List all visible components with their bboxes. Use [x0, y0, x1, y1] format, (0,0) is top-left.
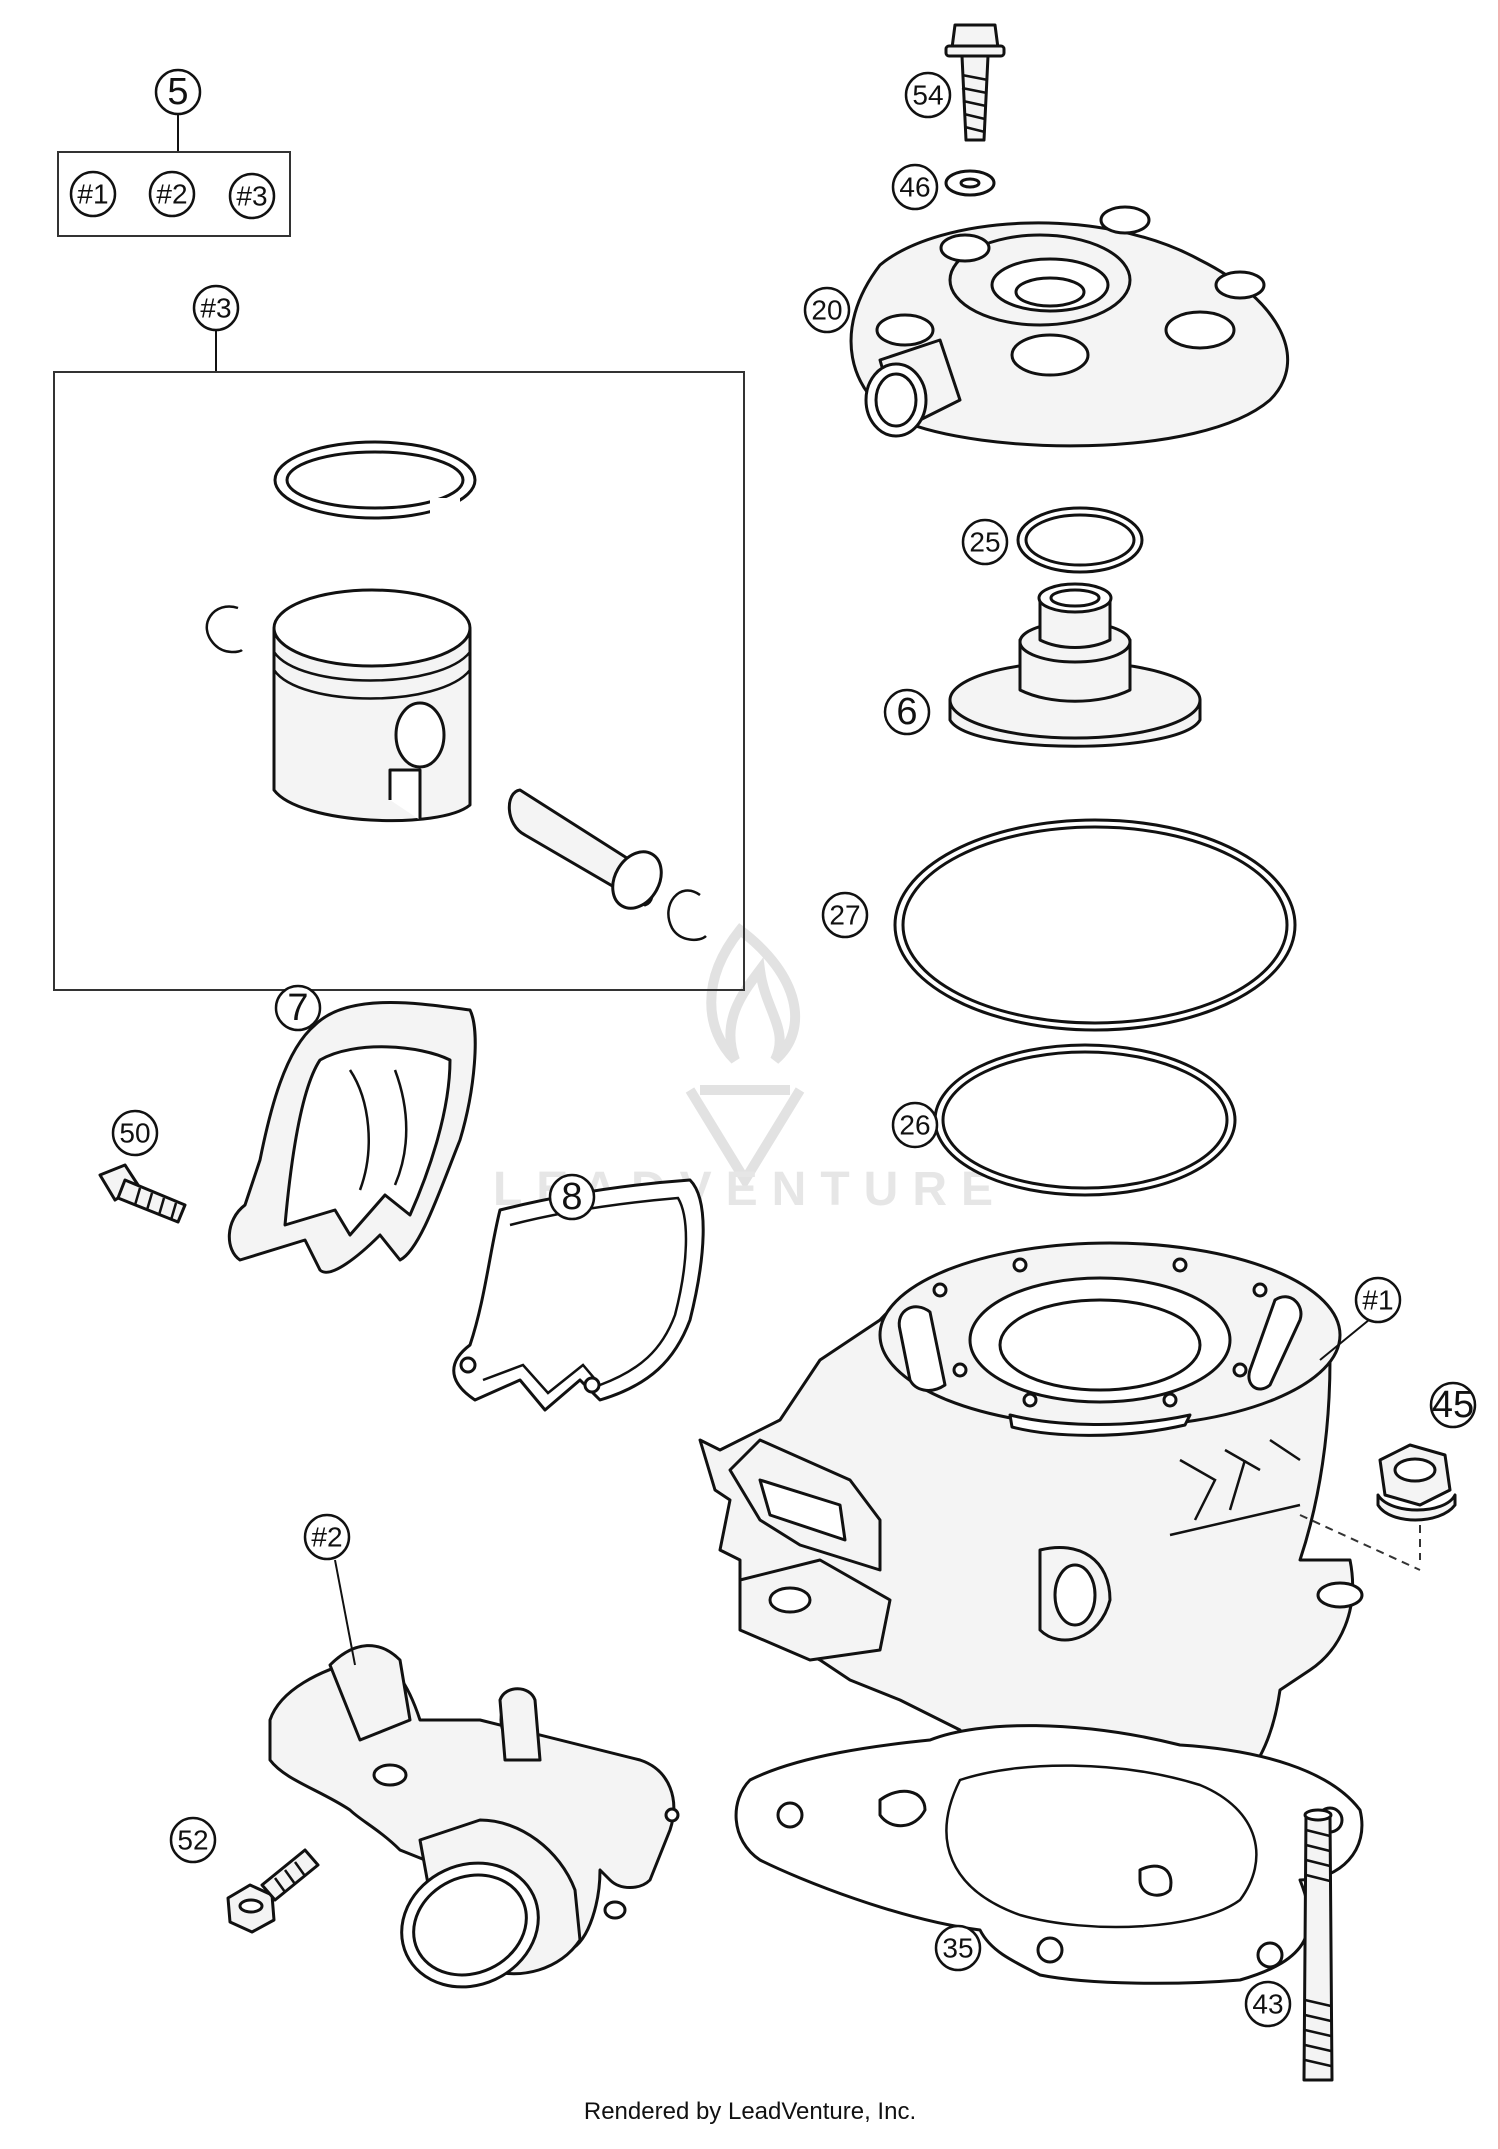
callout-kit-2[interactable]: #2 — [148, 170, 196, 218]
base-gasket — [734, 1724, 1364, 1985]
svg-text:45: 45 — [1432, 1384, 1474, 1426]
cylinder-stud — [1302, 1808, 1334, 2082]
callout-54[interactable]: 54 — [904, 71, 952, 119]
flange-bolt — [98, 1163, 187, 1224]
callout-25[interactable]: 25 — [961, 518, 1009, 566]
callout-46[interactable]: 46 — [891, 163, 939, 211]
cylinder — [698, 1241, 1364, 1861]
svg-text:#3: #3 — [236, 181, 267, 212]
svg-text:#1: #1 — [77, 179, 108, 210]
o-ring-medium — [933, 1043, 1237, 1197]
callout-27[interactable]: 27 — [821, 891, 869, 939]
callout-kit-3[interactable]: #3 — [228, 172, 276, 220]
svg-text:#2: #2 — [311, 1522, 342, 1553]
callout-kit-1[interactable]: #1 — [69, 170, 117, 218]
svg-text:46: 46 — [899, 172, 930, 203]
svg-text:5: 5 — [167, 71, 188, 113]
callout-50[interactable]: 50 — [111, 1109, 159, 1157]
wrist-pin — [507, 788, 663, 910]
svg-text:27: 27 — [829, 900, 860, 931]
svg-text:#1: #1 — [1362, 1285, 1393, 1316]
callout-cylinder[interactable]: #1 — [1354, 1276, 1402, 1324]
callout-20[interactable]: 20 — [803, 286, 851, 334]
callout-5[interactable]: 5 — [154, 68, 202, 116]
intake-bolt — [226, 1848, 320, 1934]
svg-text:7: 7 — [287, 987, 308, 1029]
svg-text:54: 54 — [912, 80, 943, 111]
svg-text:#2: #2 — [156, 179, 187, 210]
leader-lines — [334, 1314, 1376, 1666]
intake-flange — [268, 1644, 680, 1989]
piston — [272, 588, 472, 823]
circlip-right — [667, 889, 707, 942]
callout-35[interactable]: 35 — [934, 1924, 982, 1972]
kit-box-5 — [57, 113, 291, 237]
circlip-left — [205, 605, 243, 654]
svg-text:50: 50 — [119, 1118, 150, 1149]
callout-6[interactable]: 6 — [883, 688, 931, 736]
head-bolt — [944, 23, 1006, 142]
right-edge-line — [1498, 0, 1500, 2149]
exhaust-flange — [227, 1001, 477, 1274]
callout-45[interactable]: 45 — [1429, 1381, 1477, 1429]
callout-7[interactable]: 7 — [274, 984, 322, 1032]
svg-text:20: 20 — [811, 295, 842, 326]
exhaust-gasket — [452, 1178, 705, 1412]
svg-text:8: 8 — [561, 1176, 582, 1218]
svg-text:25: 25 — [969, 527, 1000, 558]
svg-text:35: 35 — [942, 1933, 973, 1964]
svg-text:#3: #3 — [200, 293, 231, 324]
cylinder-head — [849, 205, 1289, 448]
o-ring-small — [1016, 506, 1144, 574]
piston-kit-box — [53, 330, 745, 991]
svg-text:26: 26 — [899, 1110, 930, 1141]
combustion-chamber-insert — [948, 582, 1202, 748]
washer — [944, 169, 996, 197]
callout-26[interactable]: 26 — [891, 1101, 939, 1149]
svg-text:43: 43 — [1252, 1989, 1283, 2020]
svg-text:52: 52 — [177, 1825, 208, 1856]
o-ring-large — [893, 818, 1297, 1032]
callout-43[interactable]: 43 — [1244, 1980, 1292, 2028]
callout-piston-kit[interactable]: #3 — [192, 284, 240, 332]
svg-text:6: 6 — [896, 691, 917, 733]
callout-52[interactable]: 52 — [169, 1816, 217, 1864]
callout-8[interactable]: 8 — [548, 1173, 596, 1221]
footer-credit: Rendered by LeadVenture, Inc. — [583, 2098, 917, 2125]
flange-nut — [1299, 1443, 1457, 1571]
callout-intake-flange[interactable]: #2 — [303, 1513, 351, 1561]
